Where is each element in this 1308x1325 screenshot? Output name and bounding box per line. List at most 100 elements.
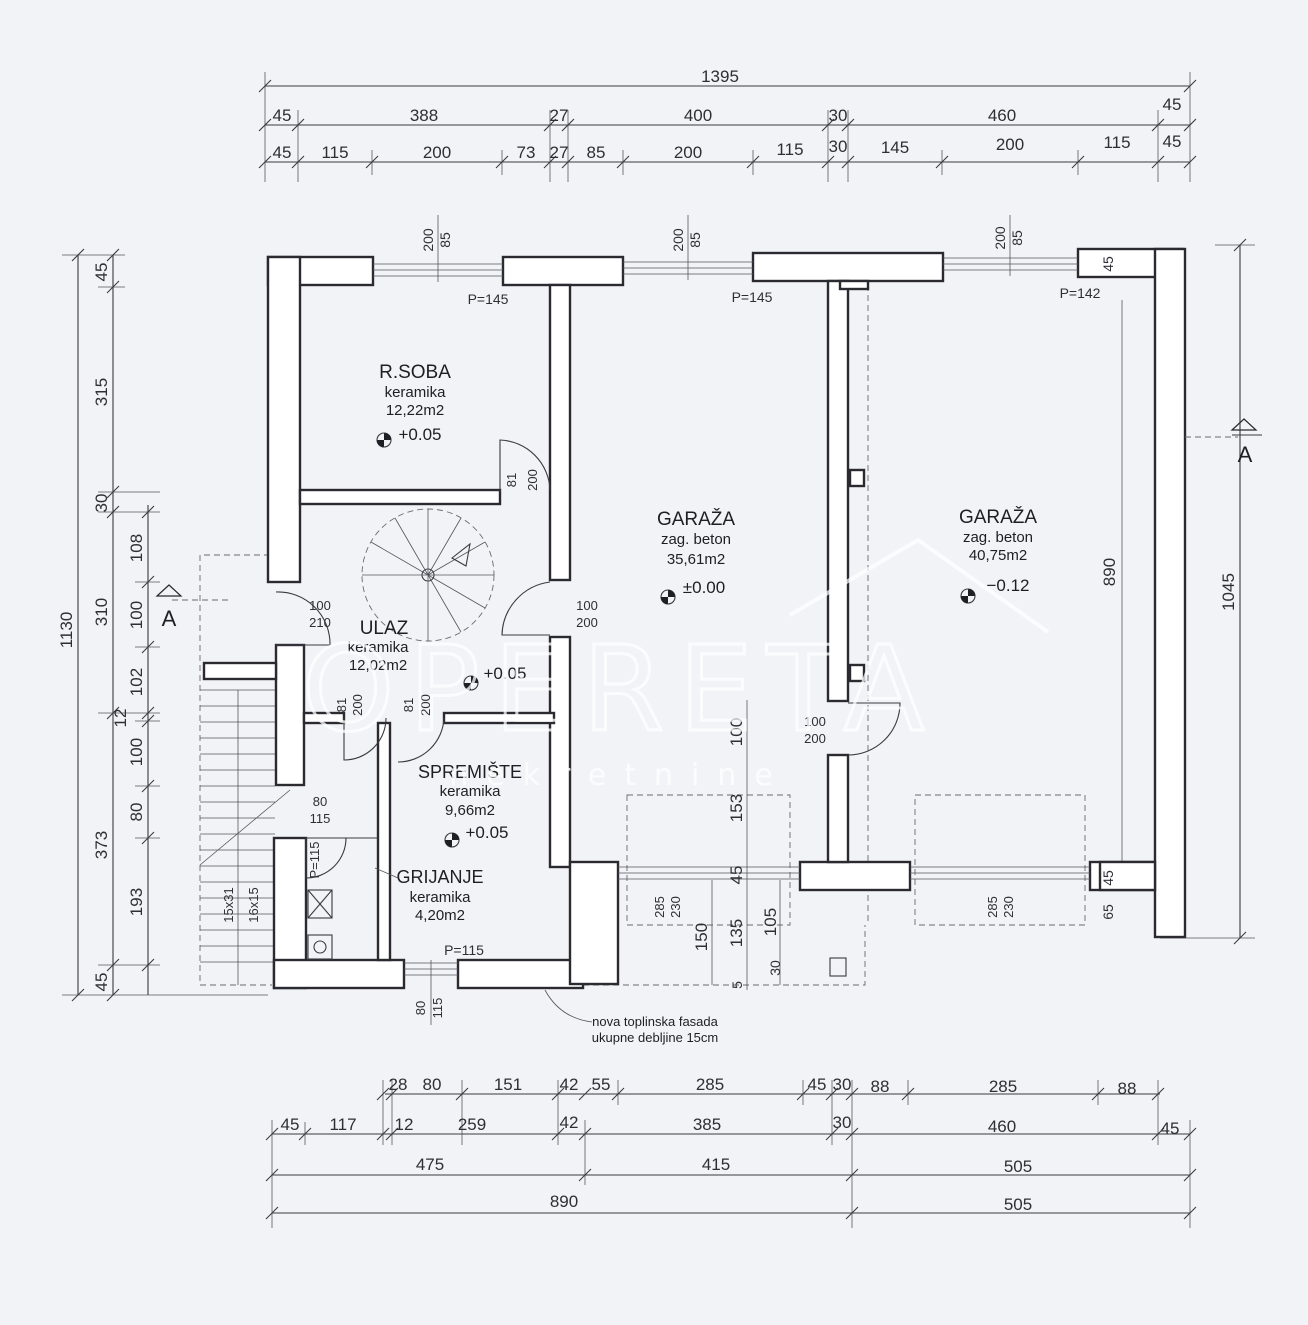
dim-label: 30 [767,960,783,976]
door-label: 115 [310,811,331,826]
room-name: ULAZ [360,618,409,639]
window-label: 200 [420,228,436,252]
room-ulaz: ULAZ keramika 12,02m2 +0.05 [348,618,527,691]
dim-label: 200 [996,135,1024,154]
pit-label: 230 [668,896,683,918]
dim-label: 5 [729,981,745,989]
right-dimension-chains: 1045 890 [1100,238,1255,945]
room-name: SPREMIŠTE [418,761,522,782]
dim-label: 45 [1100,870,1116,886]
dim-label: 115 [1103,133,1130,152]
dim-label: 88 [1118,1079,1137,1098]
room-floor: zag. beton [963,529,1033,546]
door-label: P=115 [307,842,322,879]
section-label: A [1238,442,1253,467]
dim-label: 400 [684,106,712,125]
dim-label: 285 [696,1075,724,1094]
door-label: 200 [525,469,540,491]
dim-label: 45 [727,866,746,885]
pit-label: 230 [1001,896,1016,918]
room-grijanje: GRIJANJE keramika 4,20m2 [374,867,484,924]
room-floor: zag. beton [661,531,731,548]
room-floor: keramika [348,639,410,656]
dim-label: 42 [560,1113,579,1132]
window-label: 85 [437,232,453,248]
dim-label: 259 [458,1115,486,1134]
room-area: 35,61m2 [667,551,725,568]
dim-label: 102 [127,668,146,696]
dim-label: 30 [829,106,848,125]
room-floor: keramika [410,889,472,906]
room-name: GARAŽA [657,508,735,530]
dim-total-width: 1395 [701,67,739,86]
bottom-dimension-chains: 28 80 151 42 55 285 45 30 88 285 88 45 1… [265,1075,1197,1228]
window-label: P=115 [444,942,484,958]
room-level: +0.05 [398,425,441,444]
dim-label: 135 [727,919,746,947]
dim-label: 55 [592,1075,611,1094]
dim-label: 45 [92,973,111,992]
dim-label: 388 [410,106,438,125]
watermark-brand: OPERETA [302,620,939,758]
room-floor: keramika [440,783,502,800]
room-level: +0.05 [483,664,526,683]
walls [202,247,1187,990]
dim-label: 73 [517,143,536,162]
window-label: 200 [992,226,1008,250]
window-label: P=142 [1060,285,1101,301]
room-area: 12,02m2 [349,657,407,674]
dim-label: 115 [776,140,803,159]
dim-label: 30 [833,1075,852,1094]
pit-label: 285 [985,896,1000,918]
room-floor: keramika [385,384,447,401]
room-garaza-1: GARAŽA zag. beton 35,61m2 ±0.00 [657,508,735,605]
left-dimension-chains: 1130 315 310 373 45 30 108 100 102 12 10… [57,248,268,1002]
dim-label: 30 [833,1113,852,1132]
garage-floor-outlines [569,285,1086,986]
dim-label: 415 [702,1155,730,1174]
dim-label: 12 [111,709,130,728]
room-area: 40,75m2 [969,547,1027,564]
section-marker-left: A [155,584,230,631]
dim-label: 30 [92,494,111,513]
door-label: 80 [313,794,327,809]
room-level: −0.12 [986,576,1029,595]
door-label: 200 [576,615,598,630]
window-label: 115 [430,998,445,1019]
dim-label: 505 [1004,1157,1032,1176]
note-line-1: nova toplinska fasada [592,1014,719,1029]
dim-label: 80 [127,803,146,822]
dim-label: 45 [273,106,292,125]
dim-label: 45 [281,1115,300,1134]
room-level: +0.05 [465,823,508,842]
dim-label: 80 [423,1075,442,1094]
dim-label: 45 [1161,1119,1180,1138]
dim-label: 117 [329,1115,356,1134]
room-labels: R.SOBA keramika 12,22m2 +0.05 GARAŽA zag… [348,362,1038,924]
dim-label: 505 [1004,1195,1032,1214]
doors: 81 200 100 210 100 200 81 200 81 200 80 … [275,439,901,1019]
dim-label: 200 [423,143,451,162]
dim-label: 45 [92,263,111,282]
dim-label: 100 [127,601,146,629]
dim-label: 12 [395,1115,414,1134]
dim-label: 108 [127,534,146,562]
watermark-logo: OPERETA nekretnine [300,537,1050,793]
door-label: 100 [804,714,826,729]
dim-label: 460 [988,106,1016,125]
door-label: 100 [309,598,331,613]
dim-label: 42 [560,1075,579,1094]
dim-label: 151 [494,1075,522,1094]
door-label: 81 [401,698,416,712]
room-area: 12,22m2 [386,402,444,419]
window-label: 200 [670,228,686,252]
dim-label: 100 [727,718,746,746]
dim-label: 115 [321,143,348,162]
window-label: P=145 [732,289,773,305]
note-line-2: ukupne debljine 15cm [592,1030,718,1045]
top-dimension-chains: 1395 45 388 27 400 30 460 45 45 115 200 … [258,67,1197,182]
dim-label: 28 [389,1075,408,1094]
dim-label: 45 [273,143,292,162]
dim-label: 315 [92,378,111,406]
section-label: A [162,606,177,631]
